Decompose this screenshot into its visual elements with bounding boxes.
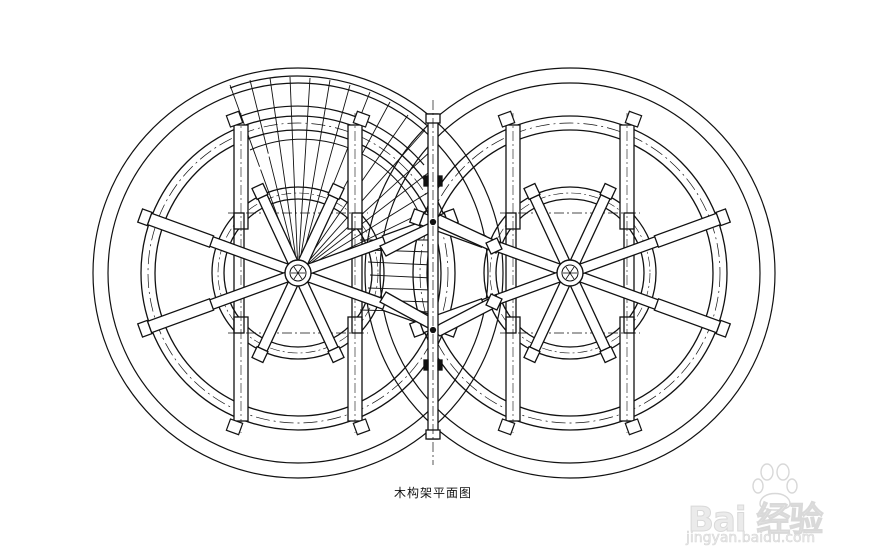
- baidu-watermark: Bai 经验 jingyan.baidu.com: [680, 462, 880, 546]
- outer-eave-circles: [92, 67, 776, 479]
- watermark-url: jingyan.baidu.com: [686, 530, 816, 547]
- watermark-brand: Bai 经验: [687, 500, 823, 541]
- central-column: [423, 100, 443, 465]
- paw-icon: [752, 463, 798, 511]
- figure-caption: 木构架平面图: [394, 486, 473, 500]
